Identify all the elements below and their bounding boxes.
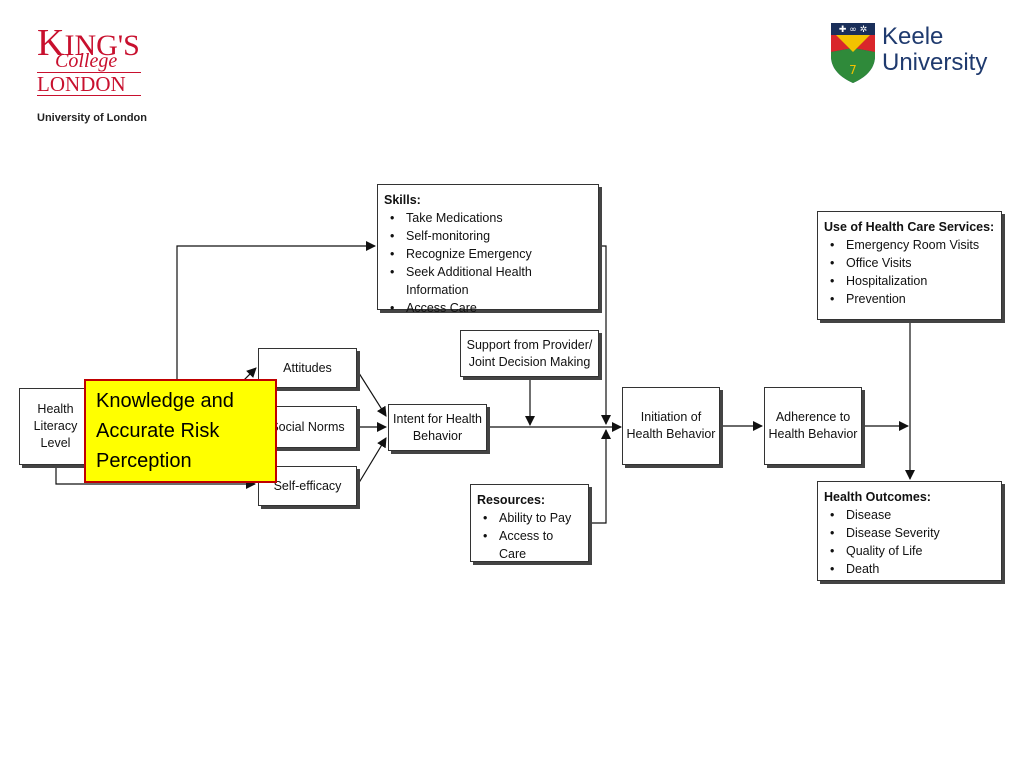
keele-logo-line1: Keele [882,23,944,50]
list-item: Seek Additional Health Information [390,263,592,299]
kings-logo-subtitle: University of London [37,112,147,124]
kings-logo-line3: LONDON [37,72,141,96]
resources-title: Resources: [477,493,546,507]
list-item: Ability to Pay [483,509,582,527]
list-item: Take Medications [390,209,592,227]
intent-box: Intent for Health Behavior [388,404,487,451]
keele-shield-icon: ✚ ∞ ✲ 7 [831,23,875,83]
health-outcomes-list: Disease Disease Severity Quality of Life… [824,506,995,578]
kings-logo-line2: College [55,50,118,72]
svg-text:7: 7 [849,63,857,77]
list-item: Self-monitoring [390,227,592,245]
skills-list: Take Medications Self-monitoring Recogni… [384,209,592,317]
list-item: Death [830,560,995,578]
kings-college-logo: KING'S College LONDON [37,24,147,96]
use-of-services-list: Emergency Room Visits Office Visits Hosp… [824,236,995,308]
list-item: Office Visits [830,254,995,272]
support-label: Support from Provider/ Joint Decision Ma… [466,337,593,369]
keele-university-logo: Keele University [882,24,987,76]
initiation-label: Initiation of Health Behavior [626,410,716,441]
list-item: Prevention [830,290,995,308]
list-item: Access to Care [483,527,582,563]
attitudes-label: Attitudes [283,360,332,375]
list-item: Emergency Room Visits [830,236,995,254]
self-efficacy-label: Self-efficacy [273,478,342,493]
use-of-services-box: Use of Health Care Services: Emergency R… [817,211,1002,320]
list-item: Hospitalization [830,272,995,290]
health-outcomes-title: Health Outcomes: [824,490,931,504]
list-item: Disease [830,506,995,524]
health-outcomes-box: Health Outcomes: Disease Disease Severit… [817,481,1002,581]
list-item: Quality of Life [830,542,995,560]
adherence-box: Adherence to Health Behavior [764,387,862,465]
knowledge-callout: Knowledge and Accurate Risk Perception [84,379,277,483]
kings-logo-line1: KING'S [37,22,140,64]
support-box: Support from Provider/ Joint Decision Ma… [460,330,599,377]
list-item: Recognize Emergency [390,245,592,263]
skills-title: Skills: [384,193,421,207]
skills-box: Skills: Take Medications Self-monitoring… [377,184,599,317]
social-norms-label: Social Norms [270,419,345,434]
use-of-services-title: Use of Health Care Services: [824,220,995,234]
health-literacy-box: Health Literacy Level [19,388,92,465]
resources-list: Ability to Pay Access to Care [477,509,582,563]
initiation-box: Initiation of Health Behavior [622,387,720,465]
health-literacy-label: Health Literacy Level [33,402,78,450]
list-item: Access Care [390,299,592,317]
adherence-label: Adherence to Health Behavior [768,410,858,441]
keele-logo-line2: University [882,49,988,76]
list-item: Disease Severity [830,524,995,542]
svg-text:✚ ∞ ✲: ✚ ∞ ✲ [839,25,867,35]
resources-box: Resources: Ability to Pay Access to Care [470,484,589,562]
intent-label: Intent for Health Behavior [393,411,482,443]
